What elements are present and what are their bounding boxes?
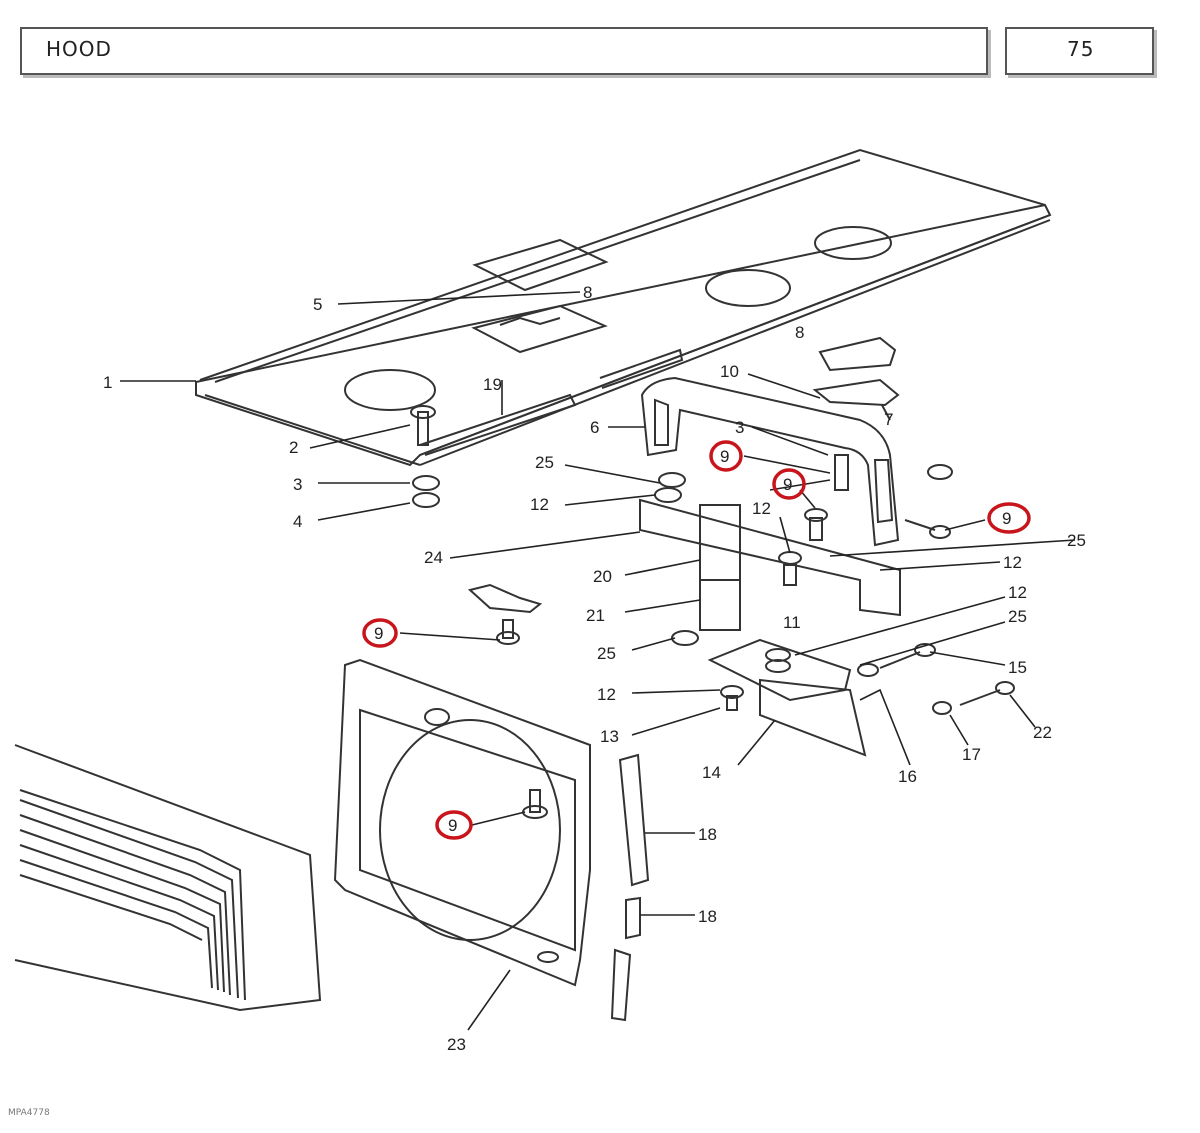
callout-label: 24 bbox=[424, 548, 443, 567]
highlight-circle bbox=[772, 468, 806, 500]
callout-label: 21 bbox=[586, 606, 605, 625]
callout-label: 23 bbox=[447, 1035, 466, 1054]
page-number: 75 bbox=[1067, 37, 1095, 61]
callout-label: 6 bbox=[590, 418, 599, 437]
callout-label: 25 bbox=[1008, 607, 1027, 626]
brackets bbox=[707, 638, 1015, 757]
highlight-circle bbox=[435, 810, 473, 840]
callout-label: 20 bbox=[593, 567, 612, 586]
callout-label: 18 bbox=[698, 907, 717, 926]
callout-label: 12 bbox=[752, 499, 771, 518]
callout-label: 5 bbox=[313, 295, 322, 314]
callout-label: 16 bbox=[898, 767, 917, 786]
figure-code: MPA4778 bbox=[8, 1108, 50, 1118]
callout-label: 9 bbox=[720, 447, 729, 466]
section-title-box: HOOD bbox=[20, 27, 988, 75]
callout-label: 12 bbox=[1003, 553, 1022, 572]
callout-label: 25 bbox=[597, 644, 616, 663]
section-title: HOOD bbox=[46, 37, 112, 61]
page-number-box: 75 bbox=[1005, 27, 1154, 75]
callout-label: 12 bbox=[1008, 583, 1027, 602]
rubber-strips bbox=[610, 753, 650, 1022]
callout-label: 14 bbox=[702, 763, 721, 782]
callout-label: 2 bbox=[289, 438, 298, 457]
callout-label: 15 bbox=[1008, 658, 1027, 677]
callout-label: 25 bbox=[1067, 531, 1086, 550]
callout-label: 9 bbox=[374, 624, 383, 643]
support-frame bbox=[639, 376, 901, 631]
fasteners bbox=[410, 405, 951, 819]
callout-label: 9 bbox=[1002, 509, 1011, 528]
callout-labels: 1 2 3 4 5 6 3 8 10 7 8 19 25 12 9 9 12 9… bbox=[103, 283, 1086, 1054]
radiator-frame bbox=[333, 658, 591, 987]
callout-label: 18 bbox=[698, 825, 717, 844]
callout-label: 19 bbox=[483, 375, 502, 394]
callout-label: 8 bbox=[795, 323, 804, 342]
callout-label: 25 bbox=[535, 453, 554, 472]
callout-label: 17 bbox=[962, 745, 981, 764]
highlight-circle bbox=[709, 440, 743, 472]
leader-lines bbox=[120, 291, 1076, 1031]
callout-label: 3 bbox=[735, 418, 744, 437]
callout-label: 12 bbox=[530, 495, 549, 514]
grille bbox=[14, 744, 322, 1012]
callout-label: 3 bbox=[293, 475, 302, 494]
callout-label: 10 bbox=[720, 362, 739, 381]
callout-label: 8 bbox=[583, 283, 592, 302]
hinge-parts bbox=[812, 336, 953, 480]
highlight-circles bbox=[362, 440, 1031, 840]
callout-label: 7 bbox=[884, 410, 893, 429]
callout-label: 13 bbox=[600, 727, 619, 746]
callout-label: 4 bbox=[293, 512, 302, 531]
callout-label: 12 bbox=[597, 685, 616, 704]
callout-label: 9 bbox=[448, 816, 457, 835]
callout-label: 1 bbox=[103, 373, 112, 392]
callout-label: 11 bbox=[783, 613, 801, 632]
hood-panel bbox=[195, 148, 1052, 467]
highlight-circle bbox=[362, 618, 398, 648]
callout-label: 9 bbox=[783, 475, 792, 494]
callout-label: 22 bbox=[1033, 723, 1052, 742]
highlight-circle bbox=[987, 502, 1031, 534]
